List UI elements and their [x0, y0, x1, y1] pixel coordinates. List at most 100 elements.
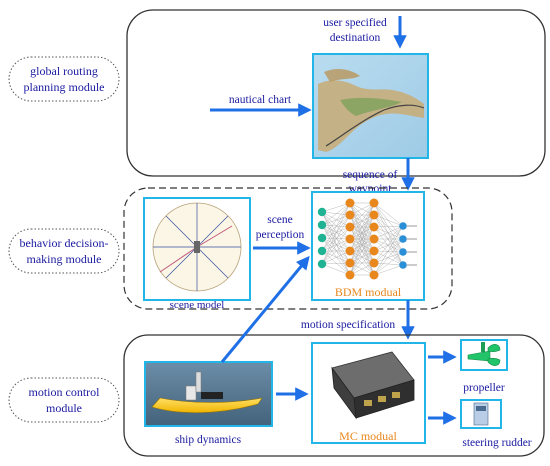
nn-edge [373, 214, 404, 253]
nn-edge [321, 226, 351, 252]
global-routing-module-label: global routing planning module [8, 56, 120, 102]
ship-dynamics-label: ship dynamics [175, 434, 242, 446]
nn-node [345, 198, 355, 208]
nn-edge [373, 202, 404, 253]
nn-nodes [317, 198, 407, 280]
nn-edge [349, 238, 375, 276]
nn-node [369, 222, 379, 232]
nautical-chart-label: nautical chart [229, 94, 292, 106]
nn-edge [373, 214, 404, 227]
nn-edge [373, 225, 404, 240]
user-destination-line2: destination [330, 32, 381, 44]
nn-edge [373, 262, 404, 266]
nn-edge [373, 238, 404, 264]
nn-edge [373, 226, 404, 253]
nn-edge [373, 225, 404, 276]
nn-edge [321, 214, 351, 239]
motion-module-line1: motion control [29, 385, 101, 399]
nn-edge [349, 226, 375, 276]
nn-node [399, 261, 407, 269]
mc-modual-image [311, 342, 426, 444]
nn-edge [321, 250, 351, 264]
nn-edge [321, 214, 351, 226]
nn-edge [349, 202, 375, 228]
propeller-image [460, 339, 508, 371]
nn-node [345, 246, 355, 256]
nn-node [369, 198, 379, 208]
nn-node [369, 210, 379, 220]
nn-node [345, 222, 355, 232]
nn-node [369, 270, 379, 280]
nn-edge [321, 238, 351, 252]
nn-node [369, 246, 379, 256]
nn-edge [321, 211, 351, 216]
nn-node [399, 222, 407, 230]
nn-edge [321, 237, 351, 252]
nn-node [317, 233, 327, 243]
nn-node [399, 248, 407, 256]
steering-rudder-image [460, 399, 502, 429]
nn-edge [373, 214, 404, 240]
nn-edge [321, 202, 351, 226]
motion-module-line2: module [46, 401, 82, 415]
nn-edge [321, 237, 351, 240]
scene-model-label: scene model [170, 299, 225, 311]
nn-edge [321, 263, 351, 276]
nn-edge [321, 224, 351, 252]
nn-edge [321, 224, 351, 264]
nn-edge [373, 202, 404, 240]
mc-modual-label: MC modual [339, 429, 397, 443]
motion-control-module-label: motion control module [8, 377, 120, 423]
nn-edge [321, 250, 351, 276]
nn-edge [321, 224, 351, 240]
nn-edge [321, 214, 351, 252]
nn-node [317, 259, 327, 269]
nn-edge [321, 224, 351, 228]
nn-edge [373, 226, 404, 240]
nn-edge [321, 237, 351, 276]
nn-edge [373, 238, 404, 252]
nn-edge [321, 211, 351, 228]
bdm-modual-label: BDM modual [335, 285, 402, 299]
nn-node [399, 235, 407, 243]
ship-to-bdm-arrow [220, 255, 310, 363]
nn-edge [321, 238, 351, 265]
nn-edge [373, 225, 404, 264]
motion-specification-label: motion specification [301, 319, 395, 331]
nn-edge [373, 251, 404, 276]
nn-edge [373, 251, 404, 264]
nn-edge [373, 202, 404, 266]
nn-edge [373, 264, 404, 276]
nn-edge [349, 202, 375, 240]
steering-rudder-label: steering rudder [462, 437, 531, 449]
sequence-line1: sequence of [343, 169, 398, 181]
nn-edge [321, 226, 351, 265]
bdm-network-frame [311, 191, 425, 301]
nn-edge [373, 238, 404, 266]
nn-edge [373, 225, 404, 228]
nn-edge [321, 237, 351, 264]
nn-node [369, 258, 379, 268]
nn-edge [321, 226, 351, 239]
nn-edge [321, 202, 351, 252]
nn-edge [321, 224, 351, 276]
nn-node [317, 246, 327, 256]
nn-edge [373, 226, 404, 266]
nn-node [345, 270, 355, 280]
nn-edge [321, 211, 351, 240]
global-module-line1: global routing [30, 64, 98, 78]
nn-edge [321, 202, 351, 265]
nn-edge [373, 238, 404, 253]
behavior-panel-frame [123, 187, 453, 310]
nn-node [345, 234, 355, 244]
nn-edge [321, 250, 351, 265]
nn-edge [321, 262, 351, 265]
nn-node [317, 220, 327, 230]
nn-edge [321, 202, 351, 239]
nn-node [345, 258, 355, 268]
nn-edge [373, 214, 404, 266]
nn-node [369, 234, 379, 244]
behavior-module-line1: behavior decision- [20, 236, 109, 250]
nn-edge [349, 250, 375, 276]
